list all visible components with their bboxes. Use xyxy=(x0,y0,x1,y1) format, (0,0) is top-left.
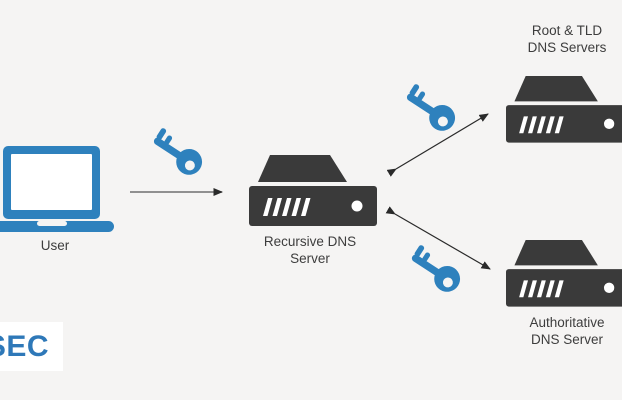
key-icon xyxy=(153,128,203,175)
arrow-recursive-to-authoritative xyxy=(385,206,491,270)
authoritative-label-line2: DNS Server xyxy=(530,332,603,347)
user-label: User xyxy=(40,238,70,253)
recursive-server-label: Recursive DNS Server xyxy=(240,233,380,267)
server-icon xyxy=(506,76,622,143)
dnssec-logo-text: SEC xyxy=(0,329,49,363)
recursive-server-label-line2: Server xyxy=(290,251,330,266)
key-icon xyxy=(406,84,456,131)
server-icon xyxy=(249,155,377,226)
root-tld-label-line1: Root & TLD xyxy=(531,23,603,38)
recursive-server-label-line1: Recursive DNS xyxy=(263,234,357,249)
dnssec-logo: SEC xyxy=(0,322,63,371)
authoritative-label-line1: Authoritative xyxy=(529,315,605,330)
server-icon xyxy=(506,240,622,307)
key-icon xyxy=(411,245,461,292)
authoritative-server-label: Authoritative DNS Server xyxy=(502,314,622,348)
arrow-recursive-to-root xyxy=(386,113,489,177)
laptop-icon xyxy=(0,146,114,232)
root-tld-servers-label: Root & TLD DNS Servers xyxy=(502,22,622,56)
root-tld-label-line2: DNS Servers xyxy=(527,40,607,55)
